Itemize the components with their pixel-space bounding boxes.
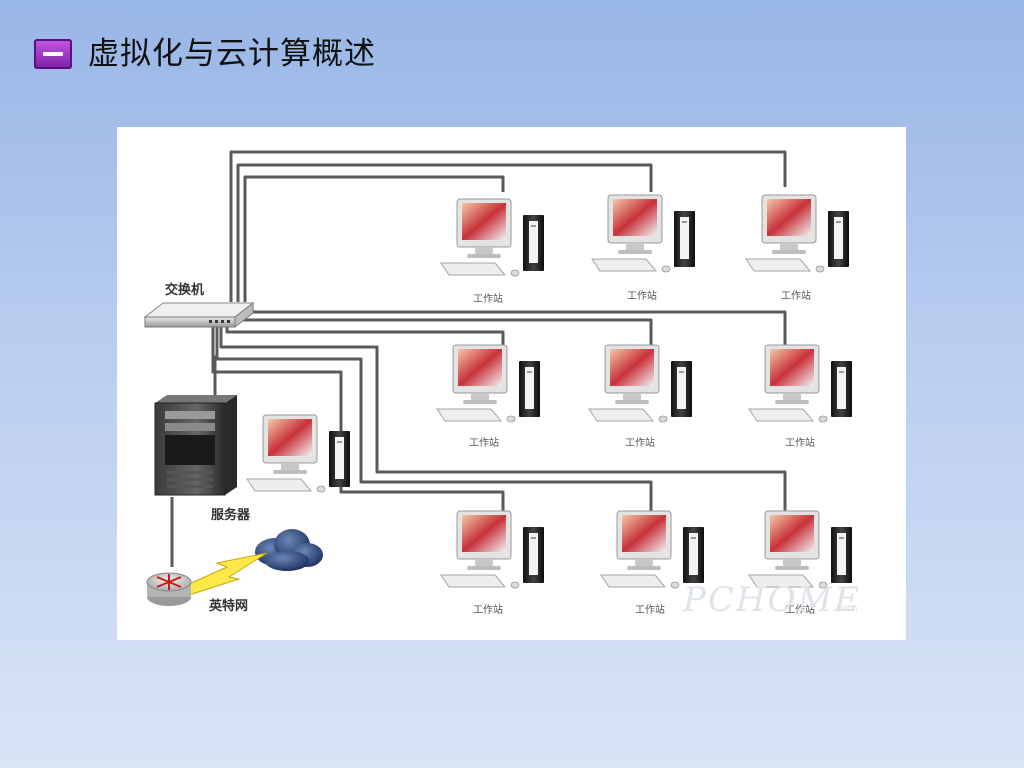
workstation-r2c2 [588,344,693,423]
workstation-r2c1 [436,344,541,423]
minus-bullet-icon [34,39,72,69]
workstation-label-r1c1: 工作站 [473,292,503,305]
workstation-label-r2c1: 工作站 [469,436,499,449]
workstation-label-r3c1: 工作站 [473,603,503,616]
workstation-r1c2 [591,194,696,273]
switch-label: 交换机 [165,282,204,298]
network-diagram: 交换机 服务器 [117,127,906,640]
workstation-r1c1 [440,198,545,277]
router-icon [146,572,192,606]
workstation-label-r2c3: 工作站 [785,436,815,449]
workstation-label-r1c3: 工作站 [781,289,811,302]
workstation-r3c2 [600,510,705,589]
watermark-text: PCHOME [682,580,861,620]
slide-title-bar: 虚拟化与云计算概述 [34,34,376,74]
network-diagram-svg: 交换机 服务器 [143,150,861,620]
lightning-icon [186,552,268,596]
workstation-label-r2c2: 工作站 [625,436,655,449]
cloud-icon [255,529,323,571]
internet-label: 英特网 [208,598,248,614]
workstation-label-r1c2: 工作站 [627,289,657,302]
switch-device [143,301,255,329]
workstation-label-r3c2: 工作站 [635,603,665,616]
slide-title: 虚拟化与云计算概述 [88,36,376,72]
server-label: 服务器 [211,507,251,523]
server-device [154,395,237,496]
server-console-computer [246,414,351,493]
workstation-r3c3 [748,510,853,589]
watermark-suffix: .com [833,603,858,614]
workstation-r1c3 [745,194,850,273]
workstation-r3c1 [440,510,545,589]
workstation-r2c3 [748,344,853,423]
workstation-label-r3c3: 工作站 [785,603,815,616]
